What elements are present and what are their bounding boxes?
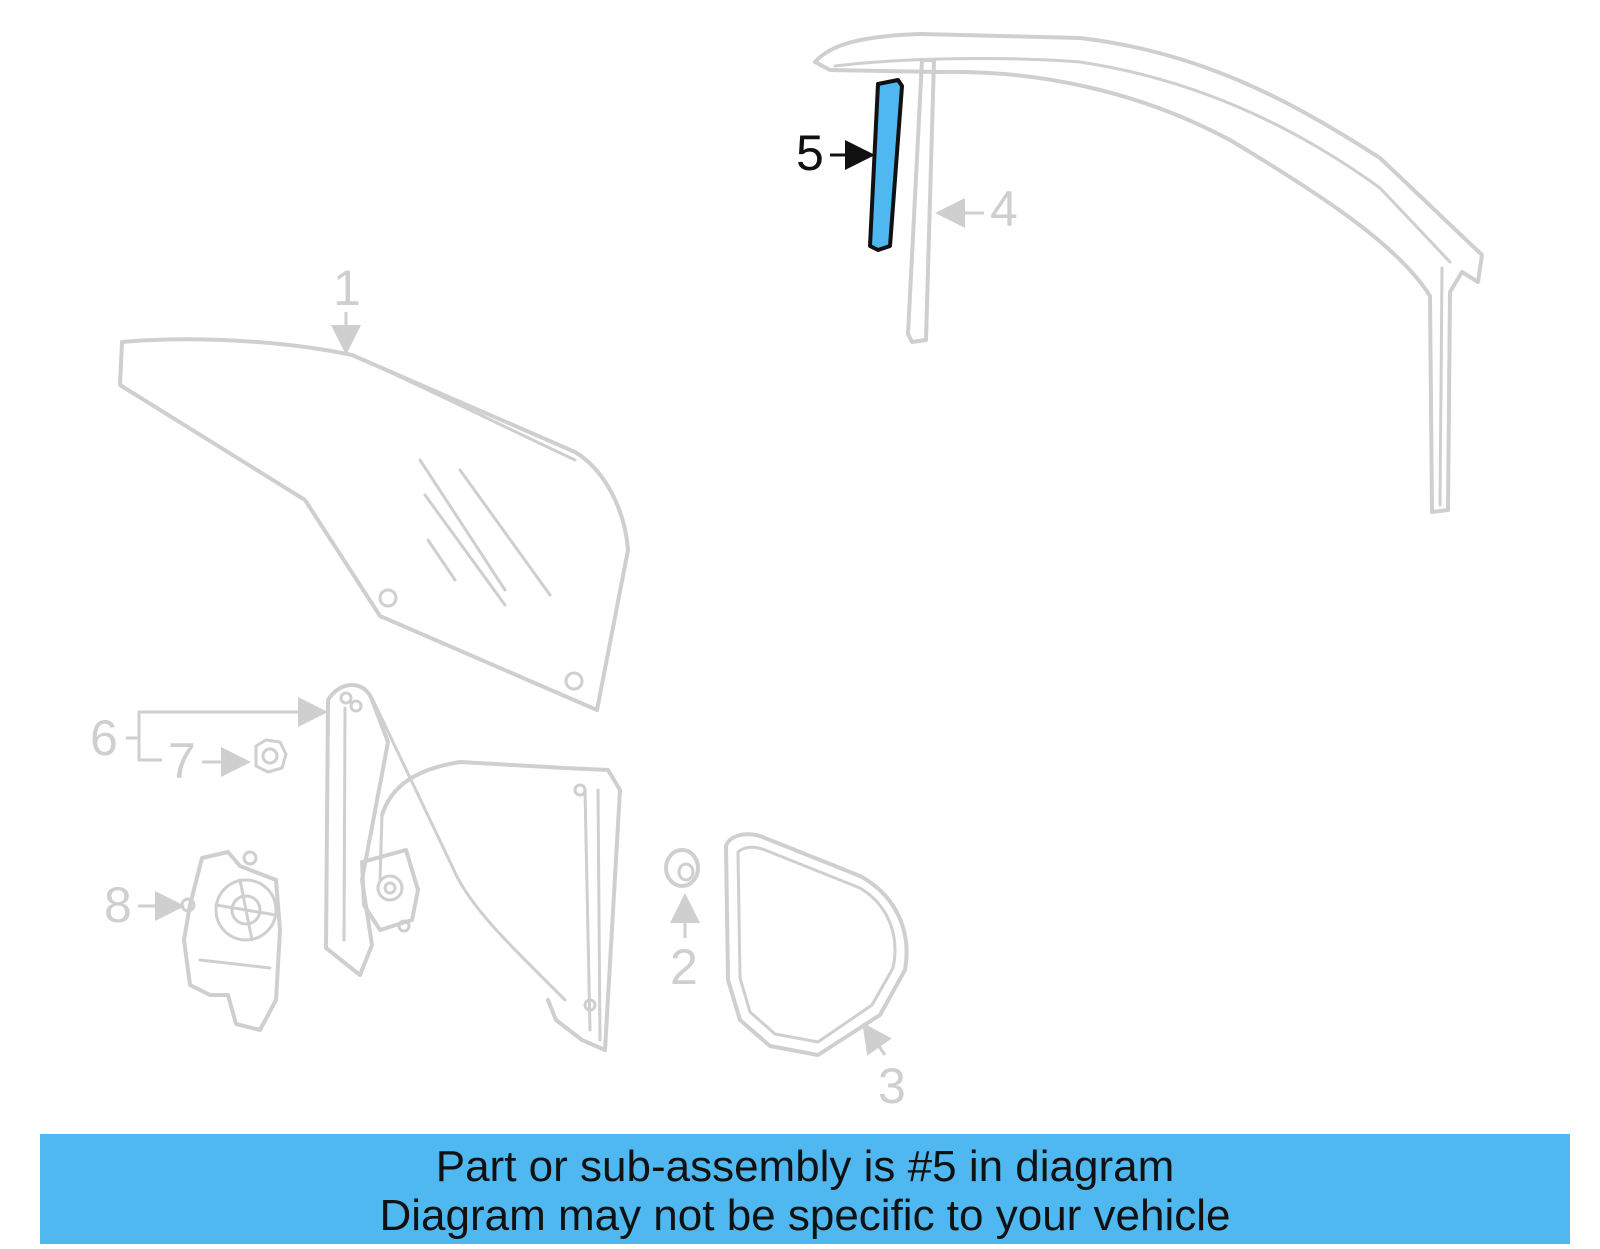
callout-3: 3 <box>878 1058 906 1114</box>
part-4-door-frame <box>813 32 1484 514</box>
part-1-door-glass <box>118 337 630 712</box>
callout-6: 6 <box>90 710 118 766</box>
callout-7: 7 <box>168 733 196 789</box>
info-banner: Part or sub-assembly is #5 in diagram Di… <box>40 1134 1570 1244</box>
callout-4: 4 <box>990 181 1018 237</box>
banner-line-2: Diagram may not be specific to your vehi… <box>379 1191 1231 1240</box>
callout-2: 2 <box>670 939 698 995</box>
part-7-nut <box>254 738 288 774</box>
callout-1: 1 <box>333 260 361 316</box>
part-5-run-channel <box>868 78 904 252</box>
part-6-window-regulator <box>324 683 622 1052</box>
callout-8: 8 <box>104 877 132 933</box>
part-3-seal <box>724 832 909 1057</box>
banner-line-1: Part or sub-assembly is #5 in diagram <box>435 1142 1175 1191</box>
part-8-window-motor <box>180 850 282 1032</box>
part-2-grommet <box>664 848 700 888</box>
callout-5: 5 <box>796 125 824 181</box>
callout-leaders <box>126 140 984 1056</box>
